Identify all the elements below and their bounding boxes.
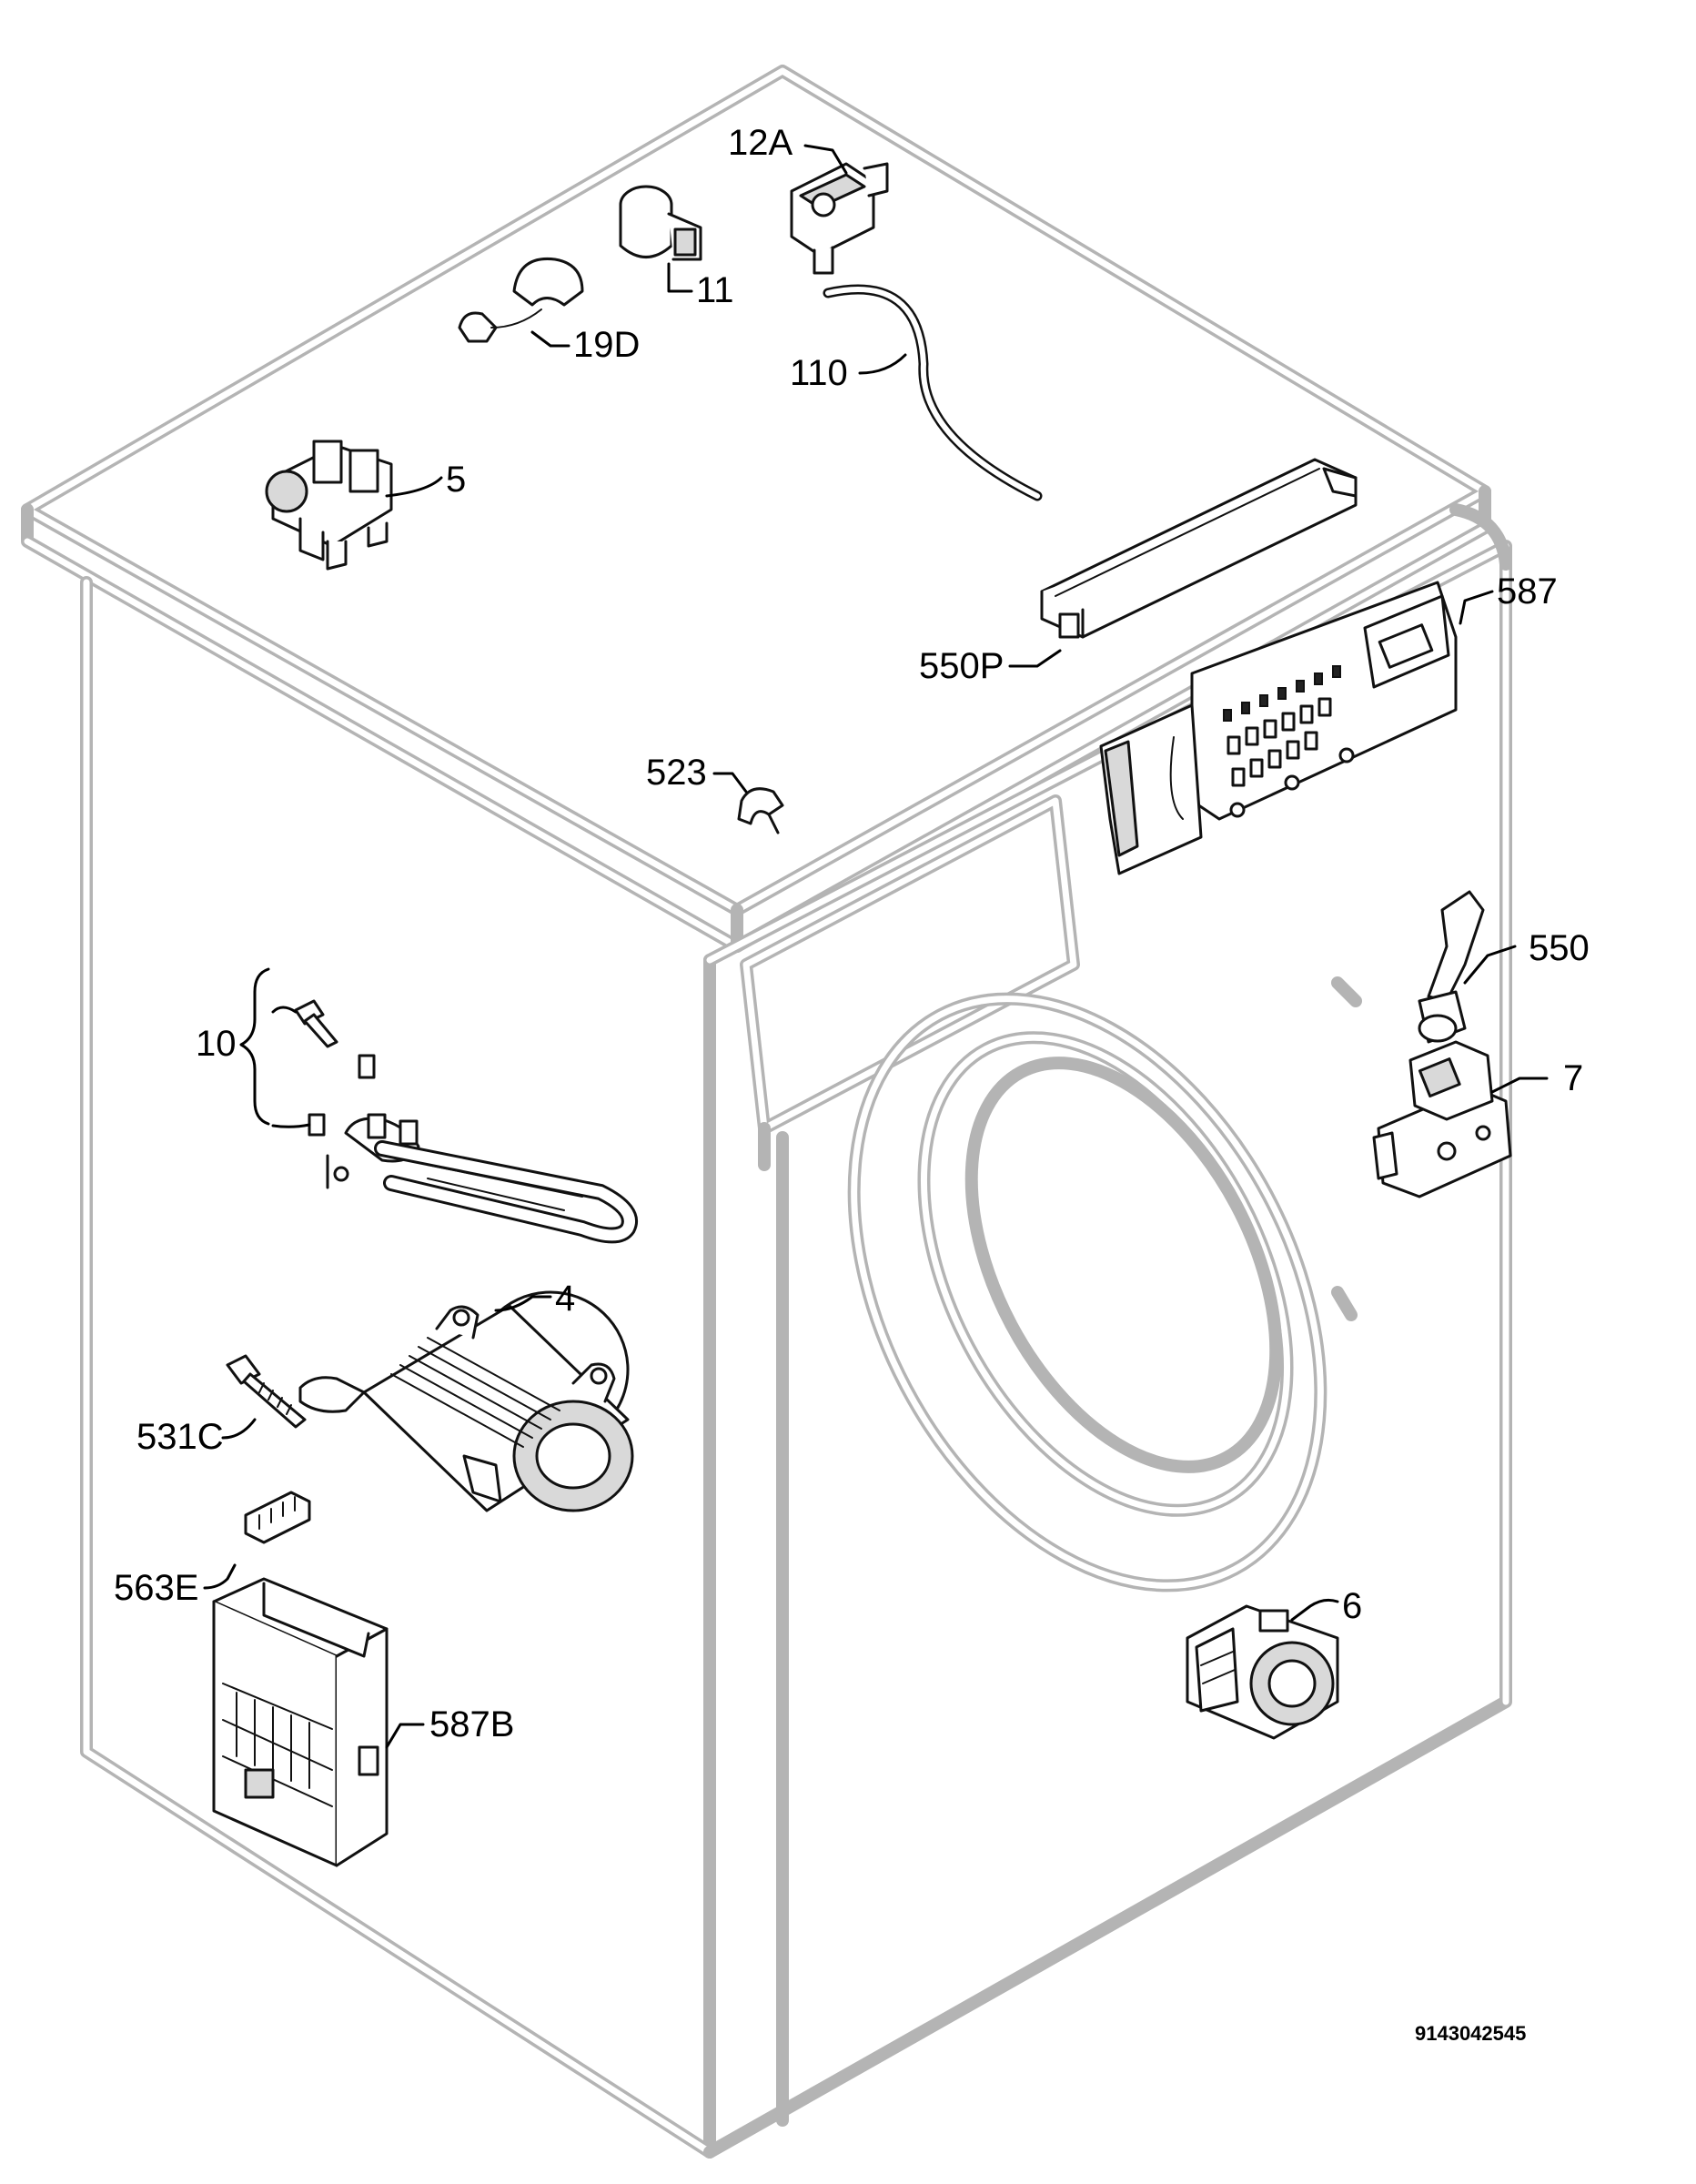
door-lock-part [1372, 1040, 1512, 1198]
label-19D: 19D [573, 325, 640, 365]
leader-587 [1459, 590, 1494, 625]
label-12A: 12A [728, 123, 792, 163]
door-lever-part [1418, 890, 1485, 1044]
leader-110 [858, 353, 907, 375]
inlet-valve-part [265, 440, 393, 571]
leader-523 [712, 772, 748, 794]
washing-machine-cabinet [21, 65, 1512, 2159]
connector-part [244, 1491, 311, 1544]
leader-550 [1463, 945, 1517, 985]
label-587: 587 [1497, 571, 1558, 612]
leader-7 [1490, 1077, 1549, 1094]
heating-element-part [326, 1113, 638, 1244]
label-550: 550 [1529, 928, 1590, 968]
label-563E: 563E [114, 1568, 198, 1608]
leader-531C [221, 1418, 257, 1440]
clip-part-523 [737, 787, 784, 834]
label-550P: 550P [919, 646, 1004, 686]
leader-563E [203, 1563, 237, 1590]
leader-12A [803, 144, 848, 175]
label-11: 11 [696, 270, 734, 310]
label-6: 6 [1342, 1586, 1362, 1626]
label-587B: 587B [429, 1704, 514, 1744]
leader-10a [271, 1006, 298, 1014]
motor-part [298, 1290, 634, 1512]
screw-part [226, 1354, 307, 1429]
hose-part [823, 284, 1043, 501]
label-10: 10 [196, 1024, 237, 1064]
board-components [1223, 665, 1355, 818]
capacitor-part [619, 185, 702, 261]
leader-550P [1008, 649, 1062, 668]
label-4: 4 [555, 1279, 575, 1319]
label-110: 110 [790, 353, 848, 393]
bracket-10 [239, 967, 270, 1126]
label-531C: 531C [136, 1417, 224, 1457]
leader-587B [385, 1723, 425, 1749]
label-7: 7 [1563, 1058, 1583, 1098]
electronic-board-part [1099, 581, 1458, 875]
leader-10b [271, 1123, 311, 1128]
pressure-switch-part [790, 162, 889, 275]
label-523: 523 [646, 753, 707, 793]
leader-11 [667, 262, 693, 293]
leader-19D [530, 330, 570, 348]
drain-pump-part [1186, 1604, 1339, 1740]
leader-4 [494, 1295, 552, 1312]
leader-6 [1290, 1598, 1339, 1622]
leader-5 [385, 476, 443, 498]
clip-part-19D [458, 257, 584, 343]
sensor-bolt-part [294, 999, 338, 1048]
diagram-code: 9143042545 [1415, 2022, 1526, 2045]
control-panel-trim-part [1040, 458, 1358, 639]
motor-module-part [212, 1577, 389, 1867]
label-5: 5 [446, 460, 466, 500]
